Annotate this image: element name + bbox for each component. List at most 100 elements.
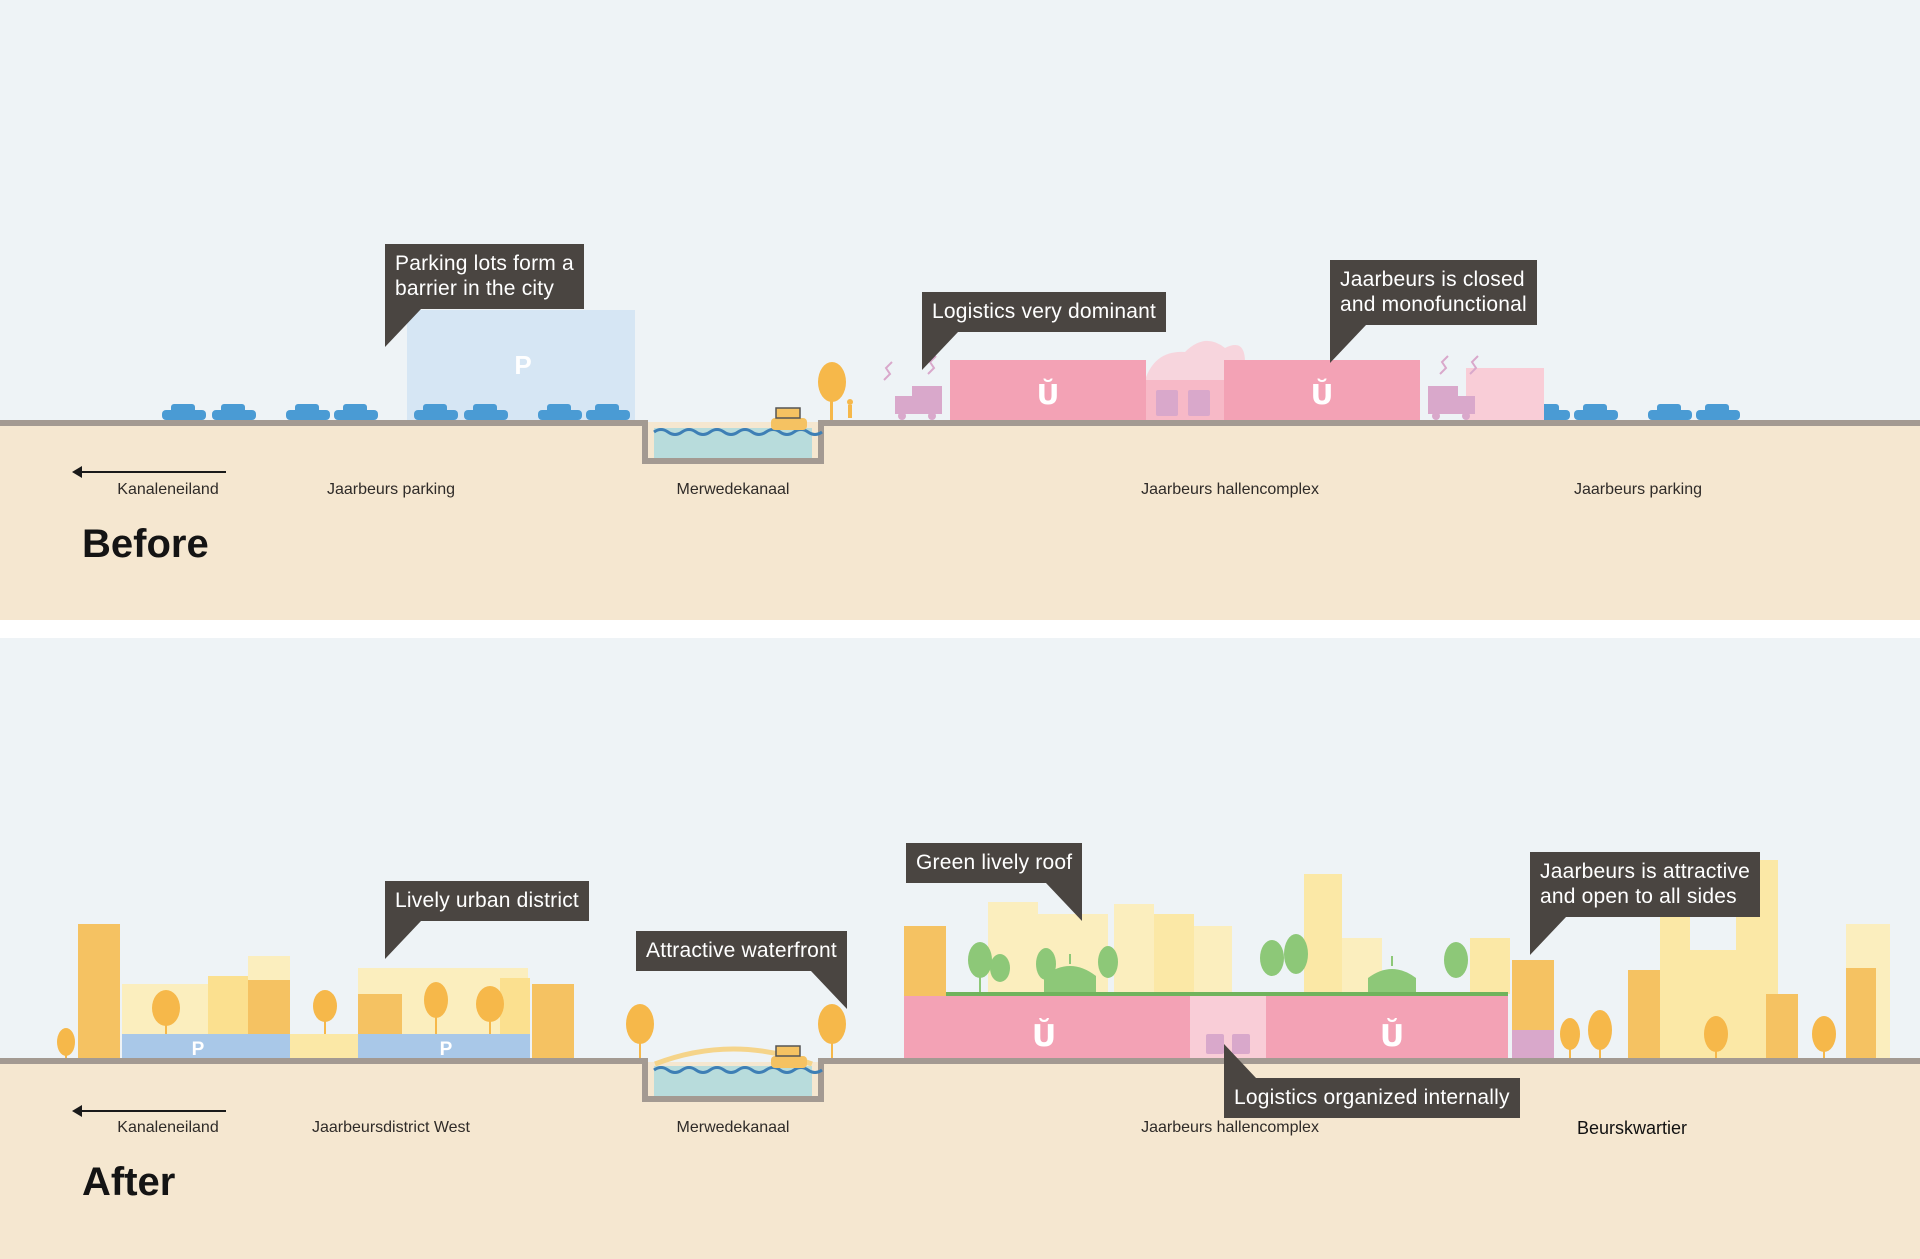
label-halls: Jaarbeurs hallencomplex [1141, 1119, 1319, 1136]
label-beurskwartier: Beurskwartier [1576, 1118, 1688, 1138]
hall-annex [1466, 368, 1544, 420]
water-wave [653, 1066, 823, 1074]
boat [771, 1056, 807, 1068]
callout-pointer [385, 309, 421, 347]
hall-logo: Ŭ [1380, 1017, 1404, 1054]
road-line [0, 1058, 1920, 1102]
building [532, 984, 574, 1058]
car [334, 404, 378, 420]
callout-pointer [922, 332, 958, 370]
building [500, 978, 530, 1034]
boat-cabin [775, 407, 801, 419]
hall-logo: Ŭ [1032, 1017, 1056, 1054]
callout-open-text: Jaarbeurs is attractive and open to all … [1540, 860, 1751, 908]
callout-open: Jaarbeurs is attractive and open to all … [1530, 852, 1761, 955]
callout-waterfront-text: Attractive waterfront [646, 939, 837, 962]
person [847, 399, 853, 418]
label-canal: Merwedekanaal [676, 481, 790, 498]
tree [968, 942, 992, 992]
building [904, 926, 946, 996]
truck [1428, 386, 1475, 420]
hall-building [1224, 360, 1420, 420]
label-parking-east: Jaarbeurs parking [1573, 481, 1703, 498]
hall-logo: Ŭ [1311, 377, 1334, 411]
tree [1444, 942, 1468, 978]
building [1628, 970, 1660, 1058]
tree [1588, 1010, 1612, 1058]
trees-west [57, 982, 846, 1058]
hall-logo: Ŭ [1037, 377, 1060, 411]
building [358, 994, 402, 1034]
tent [1044, 954, 1096, 992]
boat [771, 418, 807, 430]
tree [990, 954, 1010, 982]
west-arrow [72, 1105, 226, 1117]
cars-west [162, 404, 630, 420]
callout-parking: Parking lots form a barrier in the city [385, 244, 584, 347]
tent [1368, 956, 1416, 992]
water-wave [653, 428, 823, 436]
road-line [0, 420, 1920, 464]
label-kanaleneiland: Kanaleneiland [117, 1119, 219, 1136]
heading-after: After [82, 1160, 176, 1204]
canal-water [654, 428, 812, 458]
tree [1560, 1018, 1580, 1058]
callout-logistics: Logistics organized internally [1224, 1044, 1520, 1118]
label-kanaleneiland: Kanaleneiland [117, 481, 219, 498]
tree [1704, 1016, 1728, 1058]
tree [1812, 1016, 1836, 1058]
callout-pointer [385, 921, 421, 959]
callout-district: Lively urban district [385, 881, 589, 959]
callout-waterfront: Attractive waterfront [636, 931, 847, 1009]
tree [818, 362, 846, 420]
logistics-trucks [895, 386, 1475, 420]
callout-pointer [1046, 883, 1083, 921]
tree [424, 982, 448, 1034]
car [1574, 404, 1618, 420]
after-section-drawing: P P Ŭ Ŭ [0, 638, 1920, 1259]
parking-symbol: P [192, 1039, 205, 1060]
west-arrow [72, 466, 226, 478]
callout-logistics-text: Logistics organized internally [1234, 1086, 1510, 1109]
car [538, 404, 582, 420]
car [212, 404, 256, 420]
car [586, 404, 630, 420]
label-parking-west: Jaarbeurs parking [326, 481, 456, 498]
before-section-drawing: P Ŭ Ŭ [0, 0, 1920, 620]
parking-symbol: P [514, 350, 531, 380]
car [414, 404, 458, 420]
tree [1260, 940, 1284, 976]
car [286, 404, 330, 420]
callout-parking-text: Parking lots form a barrier in the city [395, 252, 574, 300]
tree [152, 990, 180, 1034]
truck-front [1156, 390, 1210, 416]
building [1304, 874, 1342, 994]
boat-cabin [775, 1045, 801, 1057]
truck-front [1206, 1034, 1224, 1054]
callout-logistics: Logistics very dominant [922, 292, 1167, 370]
ground [0, 422, 1920, 620]
section-divider [0, 620, 1920, 638]
building [78, 924, 120, 1058]
plaza-steps [290, 1034, 358, 1058]
tree [1098, 946, 1118, 978]
building [248, 980, 290, 1034]
building [1114, 904, 1154, 994]
car [464, 404, 508, 420]
canal-water [654, 1066, 812, 1096]
callout-logistics-text: Logistics very dominant [932, 300, 1157, 323]
parking-garage [358, 1034, 530, 1058]
building-base [1512, 1030, 1554, 1058]
heading-before: Before [82, 522, 209, 566]
hall-building [950, 360, 1146, 420]
building [1154, 914, 1194, 994]
parking-garage [122, 1034, 290, 1058]
tree [626, 1004, 654, 1058]
tree [1284, 934, 1308, 974]
truck [895, 386, 942, 420]
building [1846, 968, 1876, 1058]
callout-pointer [1224, 1044, 1256, 1078]
tree [57, 1028, 75, 1058]
building [1766, 994, 1798, 1058]
parking-symbol: P [440, 1039, 453, 1060]
